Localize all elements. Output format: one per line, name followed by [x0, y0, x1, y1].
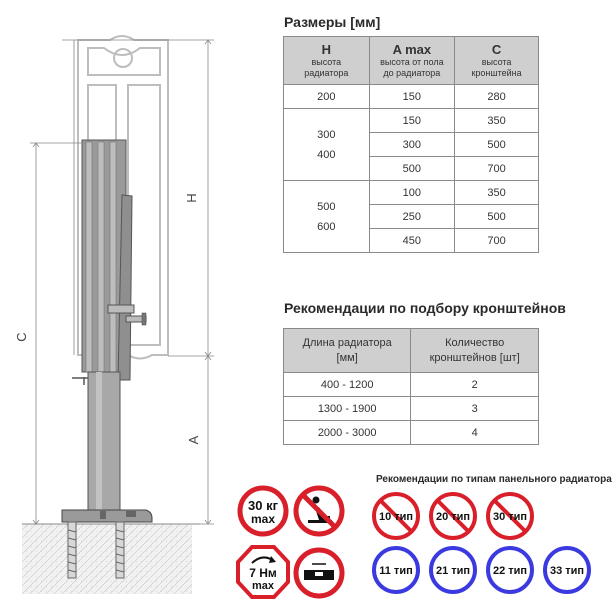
cell-count: 3: [410, 396, 539, 421]
svg-text:33 тип: 33 тип: [550, 565, 584, 577]
dimensions-table: H высота радиатора A max высота от пола …: [283, 36, 539, 253]
cell-a: 150: [368, 84, 456, 109]
level-sign: [293, 547, 345, 599]
table-row: 2000 - 3000 4: [282, 420, 539, 445]
cell-c: 350: [454, 108, 539, 133]
brackets-title: Рекомендации по подбору кронштейнов: [284, 300, 566, 316]
svg-text:max: max: [251, 512, 275, 526]
bracket-profile: [72, 194, 147, 385]
cell-c: 280: [454, 84, 539, 109]
dimension-label-c: C: [14, 332, 29, 341]
floor-section: [22, 523, 200, 594]
cell-length: 1300 - 1900: [282, 396, 412, 421]
cell-length: 2000 - 3000: [282, 420, 412, 445]
svg-text:21 тип: 21 тип: [436, 565, 470, 577]
svg-text:30 тип: 30 тип: [493, 511, 527, 523]
svg-text:7 Нм: 7 Нм: [249, 566, 277, 580]
table-row: 1300 - 1900 3: [282, 396, 539, 421]
panel-type-30-not-allowed: 30 тип: [486, 492, 534, 540]
cell-h: 300 400: [283, 108, 370, 181]
panel-type-10-not-allowed: 10 тип: [372, 492, 420, 540]
table-row: 300 400 150 350: [283, 108, 539, 181]
panel-type-21-allowed: 21 тип: [429, 546, 477, 594]
no-sitting-sign: [293, 485, 345, 537]
cell-c: 700: [454, 156, 539, 181]
svg-text:30 кг: 30 кг: [248, 498, 279, 513]
cell-h: 200: [283, 84, 370, 109]
table-row: 500 600 100 350: [283, 180, 539, 253]
table-row: 450 700: [284, 228, 539, 253]
header-c: C высота кронштейна: [454, 36, 539, 85]
max-weight-sign: 30 кг max: [237, 485, 289, 537]
header-a-max: A max высота от пола до радиатора: [368, 36, 456, 85]
cell-count: 4: [410, 420, 539, 445]
panel-type-22-allowed: 22 тип: [486, 546, 534, 594]
cell-c: 500: [454, 132, 539, 157]
svg-text:11 тип: 11 тип: [379, 565, 412, 577]
dimension-lines: [30, 39, 214, 525]
table-row: 400 - 1200 2: [282, 372, 539, 397]
table-row: 300 500: [284, 132, 539, 157]
panel-types-title: Рекомендации по типам панельного радиато…: [376, 474, 612, 485]
cell-c: 700: [454, 228, 539, 253]
header-h: H высота радиатора: [283, 36, 370, 85]
svg-text:10 тип: 10 тип: [379, 511, 413, 523]
dimension-label-h: H: [184, 193, 199, 202]
panel-type-33-allowed: 33 тип: [543, 546, 591, 594]
svg-text:max: max: [252, 580, 275, 592]
cell-c: 350: [454, 180, 539, 205]
svg-text:20 тип: 20 тип: [436, 511, 470, 523]
table-row: 500 700: [284, 156, 539, 181]
cell-count: 2: [410, 372, 539, 397]
spirit-level-icon: [304, 563, 334, 580]
cell-a: 300: [368, 132, 456, 157]
header-length: Длина радиатора[мм]: [282, 328, 412, 373]
cell-a: 250: [368, 204, 456, 229]
table-row: 200 150 280: [283, 84, 539, 109]
cell-a: 150: [368, 108, 456, 133]
dimensions-title: Размеры [мм]: [284, 14, 381, 30]
dimension-label-a: A: [186, 435, 201, 444]
cell-a: 100: [368, 180, 456, 205]
table-header-row: H высота радиатора A max высота от пола …: [283, 36, 539, 85]
panel-type-20-not-allowed: 20 тип: [429, 492, 477, 540]
cell-length: 400 - 1200: [282, 372, 412, 397]
cell-a: 500: [368, 156, 456, 181]
svg-text:22 тип: 22 тип: [493, 565, 527, 577]
anchor-bolts: [67, 521, 125, 579]
cell-c: 500: [454, 204, 539, 229]
cell-h: 500 600: [283, 180, 370, 253]
cell-a: 450: [368, 228, 456, 253]
floor-stand: [61, 371, 153, 523]
max-torque-sign: 7 Нм max: [236, 545, 290, 599]
panel-type-11-allowed: 11 тип: [372, 546, 420, 594]
